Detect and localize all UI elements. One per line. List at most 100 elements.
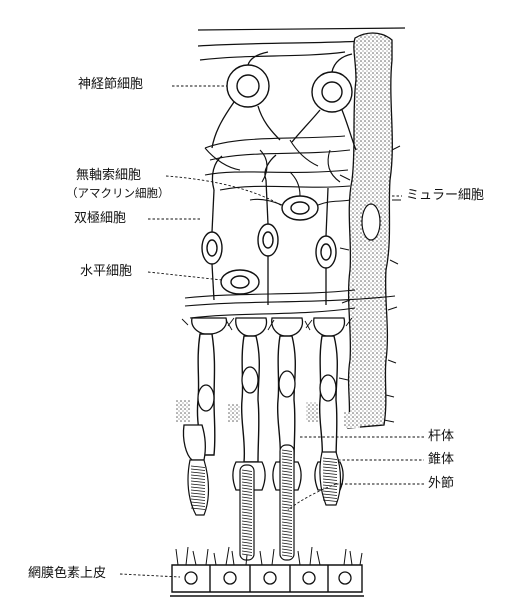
- disc-stripe: [190, 477, 206, 480]
- outer-plexiform-layer: [184, 289, 396, 319]
- disc-stripe: [281, 515, 293, 518]
- disc-stripe: [241, 517, 253, 520]
- disc-stripe: [190, 474, 206, 477]
- disc-stripe: [322, 472, 338, 475]
- disc-stripe: [241, 523, 253, 526]
- muller-cell-nucleus: [361, 203, 381, 241]
- disc-stripe: [241, 535, 253, 538]
- ganglion-cells: [226, 64, 353, 113]
- disc-stripe: [241, 514, 253, 517]
- disc-stripe: [241, 472, 253, 475]
- synaptic-terminals: [191, 317, 346, 337]
- disc-stripe: [241, 511, 253, 514]
- disc-stripe: [241, 553, 253, 556]
- disc-stripe: [190, 498, 206, 501]
- disc-stripe: [281, 497, 293, 500]
- disc-stripe: [281, 518, 293, 521]
- label-muller-cell: ミュラー細胞: [406, 188, 485, 203]
- disc-stripe: [281, 500, 293, 503]
- disc-stripe: [190, 486, 206, 489]
- disc-stripe: [190, 489, 206, 492]
- disc-stripe: [322, 463, 338, 466]
- disc-stripe: [241, 541, 253, 544]
- bipolar-processes: [211, 154, 329, 305]
- label-rod: 杆体: [428, 429, 455, 444]
- disc-stripe: [241, 490, 253, 493]
- disc-stripe: [281, 527, 293, 530]
- disc-stripe: [190, 495, 206, 498]
- rod-disc-stripes: [241, 449, 293, 557]
- disc-stripe: [281, 449, 293, 452]
- disc-stripe: [281, 452, 293, 455]
- disc-stripe: [241, 478, 253, 481]
- label-cone: 錐体: [428, 452, 455, 467]
- disc-stripe: [322, 481, 338, 484]
- disc-stripe: [281, 464, 293, 467]
- disc-stripe: [281, 533, 293, 536]
- cone-disc-stripes: [190, 457, 338, 510]
- disc-stripe: [241, 526, 253, 529]
- label-outer-segment: 外節: [428, 476, 455, 491]
- disc-stripe: [281, 458, 293, 461]
- disc-stripe: [281, 467, 293, 470]
- disc-stripe: [281, 455, 293, 458]
- disc-stripe: [281, 548, 293, 551]
- disc-stripe: [281, 554, 293, 557]
- rpe-villi: [175, 546, 363, 566]
- disc-stripe: [241, 532, 253, 535]
- photoreceptor-nuclei: [197, 366, 337, 412]
- disc-stripe: [241, 544, 253, 547]
- disc-stripe: [322, 475, 338, 478]
- disc-stripe: [281, 473, 293, 476]
- disc-stripe: [241, 481, 253, 484]
- label-bipolar-cell: 双極細胞: [74, 211, 127, 226]
- disc-stripe: [281, 494, 293, 497]
- disc-stripe: [241, 484, 253, 487]
- disc-stripe: [281, 551, 293, 554]
- inner-plexiform-layer: [204, 135, 351, 191]
- disc-stripe: [241, 502, 253, 505]
- disc-stripe: [322, 484, 338, 487]
- disc-stripe: [322, 460, 338, 463]
- disc-stripe: [190, 471, 206, 474]
- disc-stripe: [322, 457, 338, 460]
- disc-stripe: [241, 508, 253, 511]
- disc-stripe: [241, 538, 253, 541]
- disc-stripe: [281, 536, 293, 539]
- disc-stripe: [241, 550, 253, 553]
- disc-stripe: [281, 479, 293, 482]
- disc-stripe: [190, 465, 206, 468]
- disc-stripe: [281, 509, 293, 512]
- amacrine-cell: [281, 195, 319, 221]
- disc-stripe: [281, 524, 293, 527]
- disc-stripe: [241, 499, 253, 502]
- disc-stripe: [322, 499, 338, 502]
- disc-stripe: [322, 478, 338, 481]
- disc-stripe: [190, 501, 206, 504]
- disc-stripe: [241, 493, 253, 496]
- disc-stripe: [241, 469, 253, 472]
- disc-stripe: [322, 487, 338, 490]
- disc-stripe: [281, 491, 293, 494]
- disc-stripe: [241, 496, 253, 499]
- disc-stripe: [281, 521, 293, 524]
- disc-stripe: [322, 496, 338, 499]
- disc-stripe: [241, 547, 253, 550]
- disc-stripe: [322, 493, 338, 496]
- rpe-nuclei: [184, 571, 352, 585]
- disc-stripe: [241, 520, 253, 523]
- disc-stripe: [322, 466, 338, 469]
- photoreceptor-bodies: [196, 333, 339, 463]
- disc-stripe: [281, 488, 293, 491]
- disc-stripe: [322, 490, 338, 493]
- label-ganglion-cell: 神経節細胞: [78, 77, 144, 92]
- horizontal-cell: [220, 269, 260, 295]
- disc-stripe: [322, 469, 338, 472]
- disc-stripe: [281, 476, 293, 479]
- disc-stripe: [190, 504, 206, 507]
- inner-segment-stipple: [176, 400, 360, 428]
- disc-stripe: [241, 505, 253, 508]
- disc-stripe: [281, 461, 293, 464]
